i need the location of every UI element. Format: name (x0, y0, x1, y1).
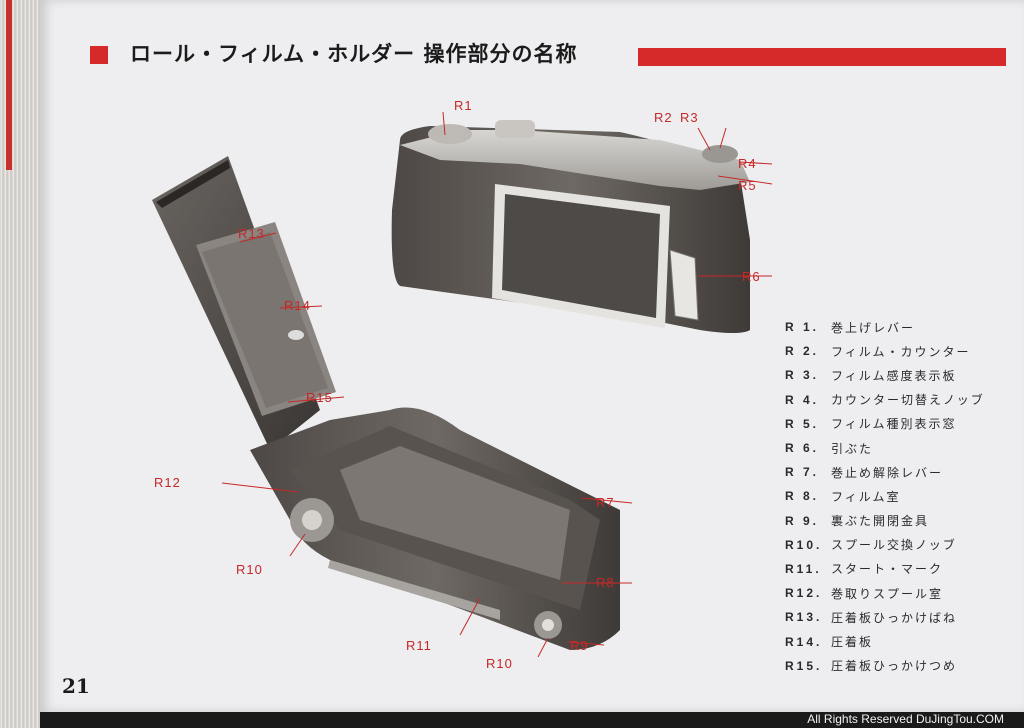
page-number: 21 (62, 674, 90, 698)
legend-item: R10.スプール交換ノッブ (785, 537, 957, 553)
callout-r8: R8 (596, 575, 615, 590)
legend-item: R 5.フィルム種別表示窓 (785, 416, 957, 432)
callout-r2: R2 (654, 110, 673, 125)
callout-r10-left: R10 (236, 562, 263, 577)
callout-r3: R3 (680, 110, 699, 125)
legend-item: R 1.巻上げレバー (785, 320, 916, 335)
callout-r13: R13 (238, 226, 265, 241)
holder-closed (391, 120, 750, 333)
roll-film-holder-photo (100, 90, 820, 690)
watermark-text: All Rights Reserved DuJingTou.COM (807, 712, 1004, 726)
legend-item: R13.圧着板ひっかけばね (785, 610, 958, 625)
page-stack-edge (0, 0, 40, 728)
callout-r12: R12 (154, 475, 181, 490)
legend-item: R 2.フィルム・カウンター (785, 344, 971, 359)
callout-r14: R14 (284, 298, 311, 313)
red-page-edge (6, 0, 12, 170)
callout-r10-bottom: R10 (486, 656, 513, 671)
legend-item: R 6.引ぶた (785, 441, 874, 456)
callout-r7: R7 (596, 495, 615, 510)
legend-item: R 3.フィルム感度表示板 (785, 368, 957, 383)
callout-r11: R11 (406, 638, 432, 653)
legend-item: R12.巻取りスプール室 (785, 586, 944, 601)
callout-r1: R1 (454, 98, 473, 113)
holder-illustration (152, 111, 773, 658)
callout-r15: R15 (306, 390, 333, 405)
legend-item: R 4.カウンター切替えノッブ (785, 392, 985, 408)
parts-legend: R 1.巻上げレバー R 2.フィルム・カウンター R 3.フィルム感度表示板 … (785, 315, 1015, 678)
page-title: ロール・フィルム・ホルダー 操作部分の名称 (130, 42, 578, 66)
legend-item: R15.圧着板ひっかけつめ (785, 658, 958, 674)
callout-r6: R6 (742, 269, 761, 284)
title-red-bar (638, 48, 1006, 66)
callout-r4: R4 (738, 156, 757, 171)
leader-lines (221, 111, 773, 658)
legend-item: R 9.裏ぶた開閉金具 (785, 513, 930, 529)
manual-page: ロール・フィルム・ホルダー 操作部分の名称 (40, 0, 1024, 712)
legend-item: R14.圧着板 (785, 634, 874, 650)
holder-open (152, 156, 620, 650)
callout-r5: R5 (738, 178, 757, 193)
title-square-icon (90, 46, 108, 64)
legend-item: R11.スタート・マーク (785, 561, 944, 577)
legend-item: R 7.巻止め解除レバー (785, 465, 944, 480)
callout-r9: R9 (570, 638, 589, 653)
legend-item: R 8.フィルム室 (785, 489, 901, 504)
